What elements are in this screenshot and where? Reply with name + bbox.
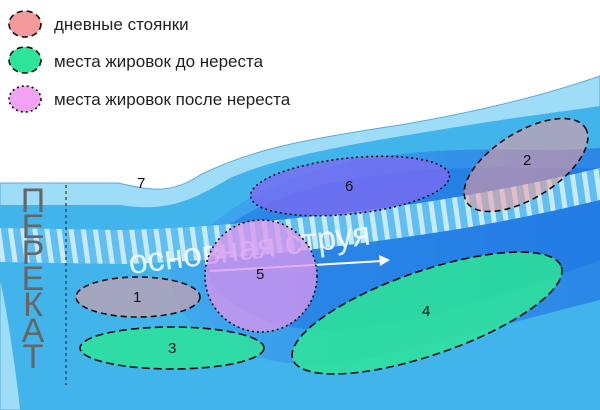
svg-text:6: 6 xyxy=(345,178,353,195)
legend-item-pre: места жировок до нереста xyxy=(8,46,264,74)
svg-text:места жировок до нереста: места жировок до нереста xyxy=(54,52,264,71)
svg-text:2: 2 xyxy=(523,152,531,169)
zone-2: 2 xyxy=(463,117,589,213)
svg-text:3: 3 xyxy=(168,340,176,357)
legend-item-post: места жировок после нереста xyxy=(8,85,291,113)
zone-1: 1 xyxy=(75,276,201,318)
zone-6: 6 xyxy=(249,155,451,217)
svg-text:дневные стоянки: дневные стоянки xyxy=(54,15,189,34)
legend-item-day: дневные стоянки xyxy=(8,10,189,38)
svg-text:4: 4 xyxy=(422,303,430,320)
svg-text:места жировок после нереста: места жировок после нереста xyxy=(54,90,291,109)
main-current-band xyxy=(0,168,600,264)
legend: дневные стоянки места жировок до нереста… xyxy=(8,10,291,113)
zone-3: 3 xyxy=(79,326,265,370)
zone-7-label: 7 xyxy=(137,175,145,192)
zone-4: 4 xyxy=(291,251,563,375)
zone-5: 5 xyxy=(204,219,318,333)
svg-text:1: 1 xyxy=(133,289,141,306)
svg-text:5: 5 xyxy=(256,266,264,283)
